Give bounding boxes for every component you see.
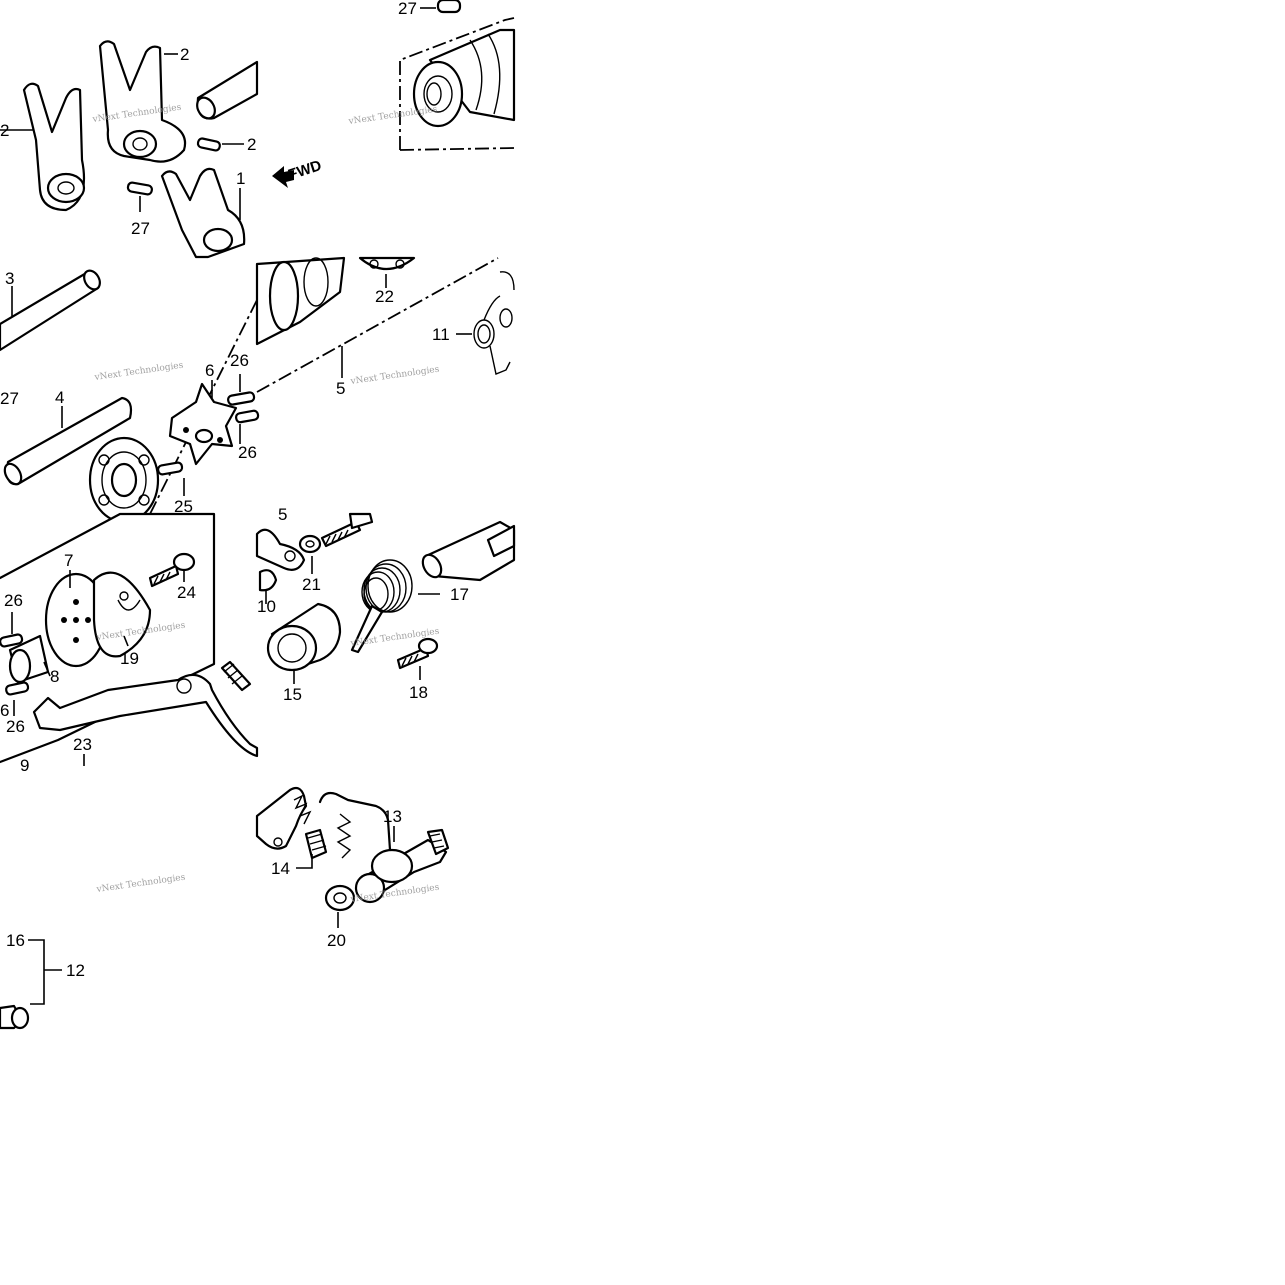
callout-21: 21 xyxy=(302,575,321,594)
callout-2: 2 xyxy=(0,121,9,140)
callout-26: 26 xyxy=(238,443,257,462)
spindle-plate xyxy=(318,791,392,859)
callout-13: 13 xyxy=(383,807,402,826)
callout-5: 5 xyxy=(278,505,287,524)
fork-shaft xyxy=(196,60,259,120)
callout-5: 5 xyxy=(336,379,345,398)
callout-17: 17 xyxy=(450,585,469,604)
callout-26: 26 xyxy=(230,351,249,370)
spring-small xyxy=(220,660,252,692)
watermark: vNext Technologies xyxy=(95,873,186,896)
callout-14: 14 xyxy=(271,859,290,878)
callout-11: 11 xyxy=(432,325,450,344)
watermark: vNext Technologies xyxy=(347,105,438,128)
washer xyxy=(324,884,356,912)
fork-shaft-long xyxy=(0,269,101,352)
fork-shaft-short xyxy=(3,396,133,486)
callout-6: 6 xyxy=(205,361,214,380)
stopper-bolt xyxy=(320,512,374,548)
pin xyxy=(235,409,260,424)
callout-7: 7 xyxy=(64,551,73,570)
callout-9: 9 xyxy=(20,756,29,775)
shift-fork-left xyxy=(22,82,86,212)
pin xyxy=(196,137,221,152)
callout-25: 25 xyxy=(174,497,193,516)
pin xyxy=(227,391,256,406)
shift-fork-right xyxy=(160,167,246,259)
housing-outline xyxy=(399,17,515,150)
tile-plates: 7 26 26 8 19 24 23 9 6 vNext Technologie… xyxy=(0,512,259,775)
callout-20: 20 xyxy=(327,931,346,950)
callout-4: 4 xyxy=(55,388,64,407)
fwd-indicator: FWD xyxy=(272,157,324,188)
watermark: vNext Technologies xyxy=(349,365,440,388)
collar-bushing xyxy=(266,602,342,672)
socket-bolt xyxy=(148,552,196,588)
shift-arm xyxy=(32,673,259,758)
fwd-label: FWD xyxy=(286,157,324,184)
callout-23: 23 xyxy=(73,735,92,754)
spindle-shaft xyxy=(354,828,450,904)
tile-drum-spring: 22 5 11 vNext Technologies xyxy=(255,256,515,398)
tile-arm-assembly: 16 12 vNext Technologies xyxy=(0,873,186,1030)
stopper-star xyxy=(168,382,238,466)
washer xyxy=(298,534,322,554)
pin xyxy=(157,461,184,476)
bearing xyxy=(88,436,160,524)
tile-shafts: 3 27 4 6 26 26 25 vNext Technologies xyxy=(0,269,260,524)
callout-26: 26 xyxy=(6,717,25,736)
spring-coil-b xyxy=(304,828,328,860)
callout-2: 2 xyxy=(180,45,189,64)
callout-19: 19 xyxy=(120,649,139,668)
pin xyxy=(5,681,30,696)
arrow-left-icon xyxy=(272,166,294,188)
callout-27: 27 xyxy=(398,0,417,18)
return-spring xyxy=(473,271,515,375)
callout-6: 6 xyxy=(0,701,9,720)
tile-shift-drum: 27 FWD vNext Technologies xyxy=(272,0,516,188)
callout-1: 1 xyxy=(236,169,245,188)
callout-2: 2 xyxy=(247,135,256,154)
callout-8: 8 xyxy=(50,667,59,686)
callout-18: 18 xyxy=(409,683,428,702)
shift-drum xyxy=(412,28,516,128)
stopper-arm xyxy=(255,528,306,592)
shaft-stub xyxy=(0,1004,30,1030)
shift-shaft-end xyxy=(421,520,516,582)
shift-fork-middle xyxy=(98,40,187,163)
callout-10: 10 xyxy=(257,597,276,616)
bearing-ring xyxy=(358,256,416,270)
tile-collar-spring: 5 10 21 17 15 18 vNext Technologies xyxy=(255,505,516,704)
pin xyxy=(0,633,24,648)
callout-15: 15 xyxy=(283,685,302,704)
pin xyxy=(436,0,462,14)
housing-outline xyxy=(256,257,499,393)
callout-24: 24 xyxy=(177,583,196,602)
callout-3: 3 xyxy=(5,269,14,288)
watermark: vNext Technologies xyxy=(93,361,184,384)
pivot-bolt xyxy=(396,637,439,670)
callout-27: 27 xyxy=(0,389,19,408)
guide-plate xyxy=(92,571,152,658)
spring-coil-a xyxy=(293,794,312,825)
tile-spindle: 13 14 20 vNext Technologies xyxy=(255,786,450,950)
pin xyxy=(126,181,153,196)
callout-12: 12 xyxy=(66,961,85,980)
callout-27: 27 xyxy=(131,219,150,238)
callout-22: 22 xyxy=(375,287,394,306)
torsion-spring xyxy=(350,559,413,654)
tile-shift-forks: 2 2 2 27 1 vNext Technologies xyxy=(0,40,259,259)
callout-16: 16 xyxy=(6,931,25,950)
shift-drum-end xyxy=(255,256,346,346)
callout-26: 26 xyxy=(4,591,23,610)
